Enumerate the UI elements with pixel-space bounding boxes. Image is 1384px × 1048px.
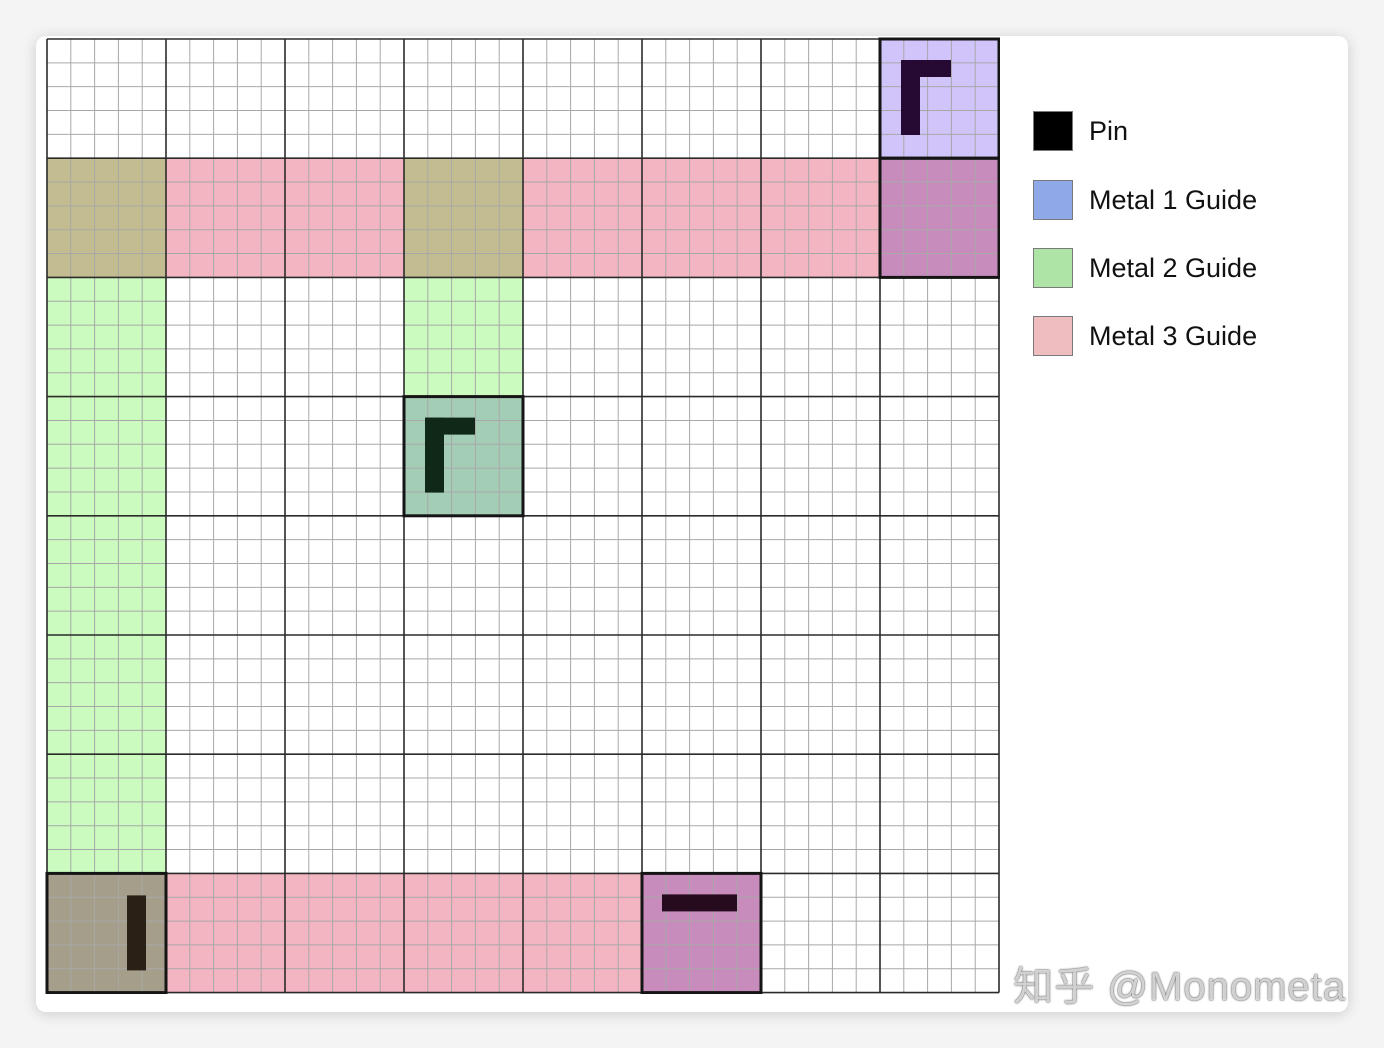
guide-cell <box>523 158 642 278</box>
legend-swatch-metal3 <box>1033 316 1073 356</box>
pin-cell-outline <box>402 395 525 518</box>
guide-cell <box>642 158 761 278</box>
routing-grid <box>45 37 1000 994</box>
guide-cell <box>166 158 285 278</box>
guide-cell <box>880 39 999 159</box>
legend-label-metal1: Metal 1 Guide <box>1089 184 1258 215</box>
pin-shape <box>425 417 475 435</box>
legend-item-metal2: Metal 2 Guide <box>1033 248 1257 288</box>
guide-cell <box>285 158 404 278</box>
legend-item-metal3: Metal 3 Guide <box>1033 316 1257 356</box>
figure-card: Pin Metal 1 Guide Metal 2 Guide Metal 3 … <box>36 36 1348 1012</box>
legend-label-metal2: Metal 2 Guide <box>1089 252 1258 283</box>
guide-cell <box>47 396 166 516</box>
legend-swatch-metal1 <box>1033 180 1073 220</box>
guide-cell <box>404 396 523 516</box>
guide-cell <box>166 873 285 993</box>
pin-cell-outline <box>45 871 168 994</box>
guide-cell <box>47 873 166 993</box>
guide-cell <box>761 158 880 278</box>
pin-shape <box>425 417 444 493</box>
pins-layer <box>127 60 951 971</box>
guide-cell <box>47 754 166 874</box>
legend-swatch-pin <box>1033 111 1073 151</box>
guide-cell <box>404 158 523 278</box>
guide-cell <box>285 873 404 993</box>
guide-cell <box>404 873 523 993</box>
legend-item-metal1: Metal 1 Guide <box>1033 180 1257 220</box>
legend-label-pin: Pin <box>1089 115 1129 146</box>
guide-cells-layer <box>47 39 999 993</box>
pin-shape <box>901 60 920 135</box>
pin-shape <box>127 895 146 971</box>
guide-cell <box>523 873 642 993</box>
guide-cell <box>47 635 166 755</box>
pin-cell-outline <box>640 871 763 994</box>
pin-cell-outline <box>878 156 1000 279</box>
legend-item-pin: Pin <box>1033 111 1128 151</box>
pin-shape <box>901 60 951 77</box>
pin-shape <box>662 894 737 912</box>
legend-label-metal3: Metal 3 Guide <box>1089 320 1258 351</box>
guide-cell <box>47 158 166 278</box>
cell-outlines <box>45 37 1000 994</box>
guide-cell <box>47 515 166 635</box>
guide-cell <box>880 158 999 278</box>
watermark: 知乎 @Monometa <box>1013 965 1346 1009</box>
guide-cell <box>642 873 761 993</box>
guide-cell <box>47 277 166 397</box>
guide-cell <box>404 277 523 397</box>
legend-swatch-metal2 <box>1033 248 1073 288</box>
